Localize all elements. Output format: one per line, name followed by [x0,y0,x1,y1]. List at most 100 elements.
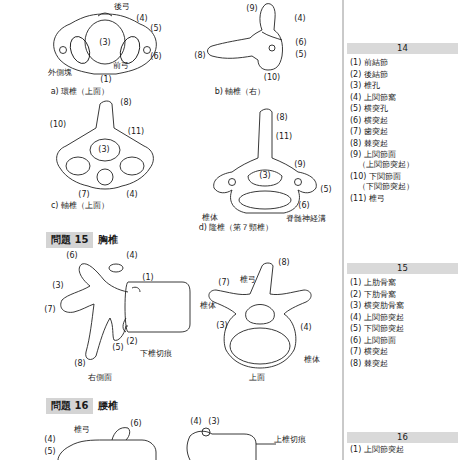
question-number: 問題 15 [46,232,93,248]
callout-number: (10) [264,73,280,82]
callout-number: (4) [126,251,137,260]
callout-number: (8) [194,51,205,60]
callout-number: (4) [300,323,311,332]
bone-outline [246,305,275,325]
question-heading: 問題 15 胸椎 [46,232,118,248]
question-title: 腰椎 [98,399,118,413]
callout-number: (5) [320,185,331,194]
part-label: 椎弓 [74,425,90,434]
bone-outline [239,191,291,209]
callout-number: (8) [276,113,287,122]
answer-item: (10) 下関節面 [350,172,401,181]
part-label: 脊髄神経溝 [286,214,326,223]
callout-number: (3) [99,38,110,47]
callout-number: (4) [190,417,201,426]
callout-number: (3) [208,417,219,426]
part-label: 椎体 [202,213,218,222]
answer-number: 16 [397,432,408,442]
callout-number: (7) [218,278,229,287]
answer-item: (2) 下肋骨窩 [350,290,396,299]
answer-item: (8) 棘突起 [350,359,388,368]
part-label: b) 軸椎（右） [215,87,266,96]
callout-number: (6) [130,419,141,428]
callout-number: (9) [294,160,305,169]
bone-outline [67,34,93,66]
bone-outline [269,45,275,51]
callout-number: (3) [216,321,227,330]
answer-item: (1) 上関節突起 [350,445,404,454]
bone-outline [117,34,143,66]
answer-item: (7) 歯突起 [350,127,388,136]
callout-number: (4) [136,14,147,23]
answer-item: (3) 椎孔 [350,81,380,90]
callout-number: (11) [128,127,144,136]
answer-item: (4) 上関節窩 [350,93,396,102]
answer-item: (3) 横突肋骨窩 [350,301,404,310]
callout-number: (2) [126,337,137,346]
part-label: 椎体 [304,355,320,364]
bone-outline [66,157,90,175]
callout-number: (4) [294,14,305,23]
callout-number: (6) [66,251,77,260]
answer-item: (8) 棘突起 [350,139,388,148]
bone-outline [144,47,151,54]
bone-outline [187,431,276,460]
callout-number: (5) [150,24,161,33]
bone-outline [98,13,112,16]
answer-item: (6) 上関節面 [350,336,396,345]
callout-number: (4) [44,435,55,444]
bone-outline [125,282,190,332]
bone-outline [123,318,126,332]
part-label: a) 環椎（上面） [51,87,110,96]
answer-item: (6) 横突起 [350,116,388,125]
question-number: 問題 16 [46,398,93,414]
bone-outline [248,170,282,186]
callout-number: (3) [98,145,109,154]
callout-number: (7) [78,190,89,199]
answer-number: 15 [397,263,408,273]
question-title: 胸椎 [98,233,118,247]
bone-outline [229,179,236,186]
callout-number: (4) [126,190,137,199]
part-label: 上椎切痕 [274,435,306,444]
bone-outline [85,20,125,64]
part-label: d) 隆椎（第７頸椎） [199,223,274,232]
callout-number: (1) [142,273,153,282]
answer-header-bar: 15 [347,263,458,274]
part-label: 外側塊 [48,68,72,77]
answer-item: (9) 上関節面 [350,150,396,159]
bone-outline [97,169,113,185]
part-label: 椎弓 [240,275,256,284]
callout-number: (1) [100,75,111,84]
callout-number: (3) [259,171,270,180]
part-label: 椎体 [200,301,216,310]
answer-item: (5) 下関節突起 [350,324,404,333]
answer-item: (1) 前結節 [350,58,388,67]
callout-number: (6) [298,201,309,210]
answer-header-bar: 16 [347,432,458,443]
bone-outline [230,328,290,364]
part-label: 上面 [249,373,265,382]
bone-outline [202,428,210,436]
callout-number: (5) [44,447,55,456]
bone-outline [57,101,154,189]
answer-item: (5) 横突孔 [350,104,388,113]
bone-outline [54,14,157,74]
part-label: 下椎切痕 [140,349,172,358]
bone-outline [214,109,317,213]
bone-outline [209,263,311,368]
callout-number: (6) [295,38,306,47]
part-label: 後弓 [114,2,130,11]
bone-outline [343,0,344,460]
bone-outline [90,139,120,161]
bone-outline [58,428,156,460]
callout-number: (11) [276,132,292,141]
answer-item: (7) 横突起 [350,347,388,356]
callout-number: (9) [246,4,257,13]
part-label: 右側面 [88,373,112,382]
answer-item: (1) 上肋骨窩 [350,278,396,287]
callout-number: (8) [74,359,85,368]
answer-header-bar: 14 [347,43,458,54]
answer-item: (11) 椎弓 [350,194,385,203]
